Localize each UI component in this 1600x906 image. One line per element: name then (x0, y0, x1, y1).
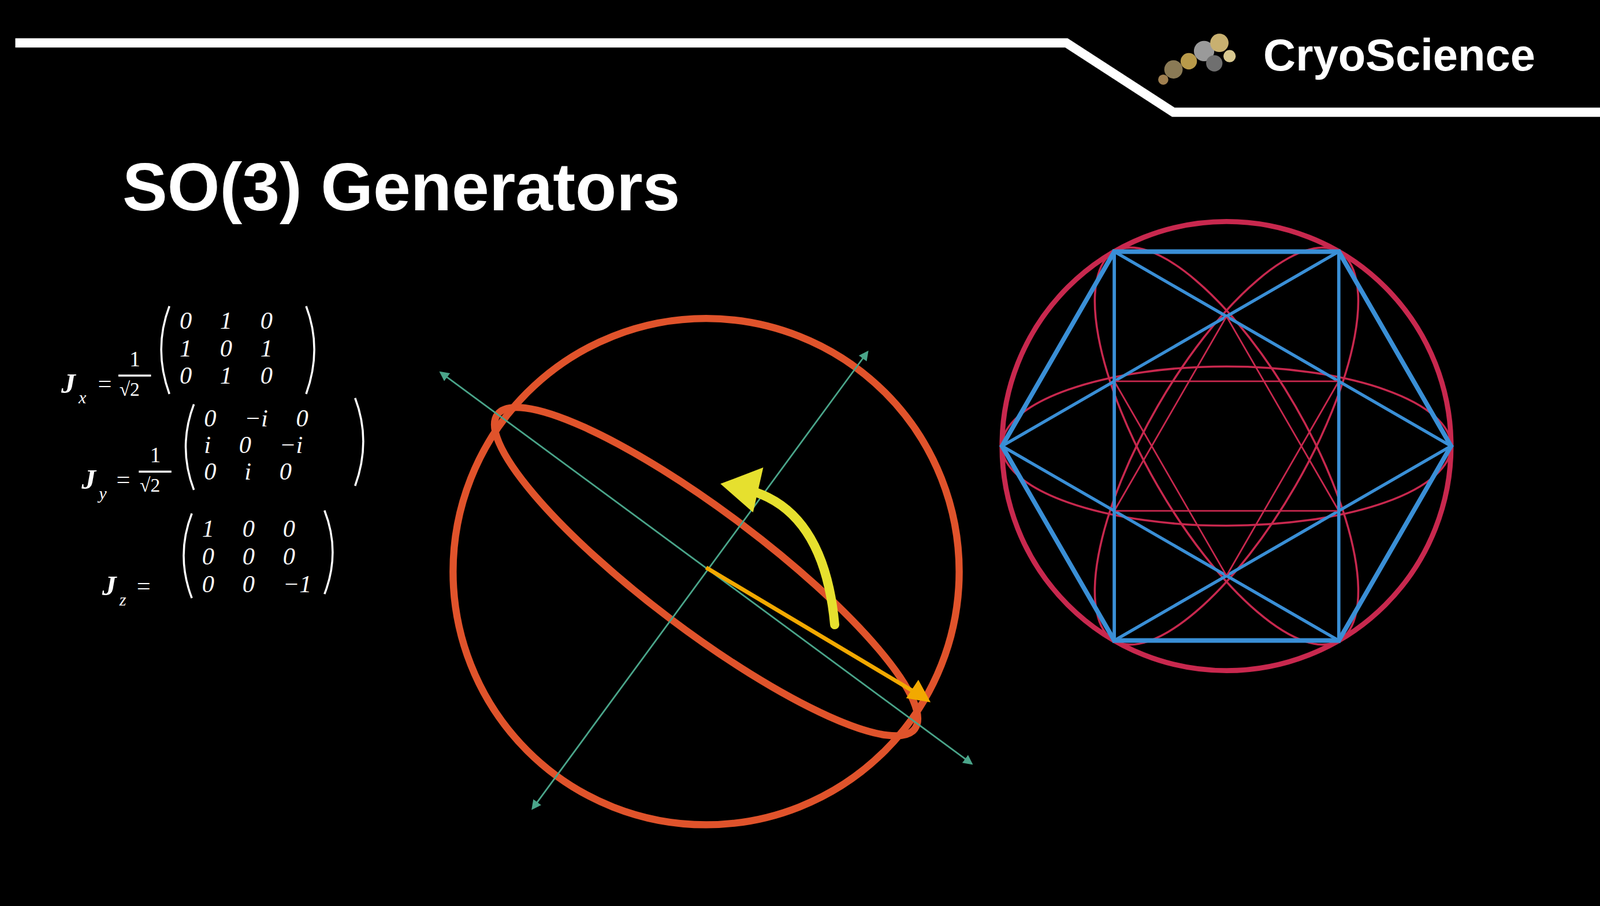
subscript: z (119, 590, 127, 609)
rotation-sphere (440, 318, 972, 825)
matrix-row: 0 1 0 (179, 308, 273, 333)
matrix-row: 0 0 0 (202, 544, 296, 569)
subscript: y (98, 484, 107, 502)
logo-text: CryoScience (1263, 32, 1536, 78)
equals-sign: = (136, 573, 151, 598)
fraction-part: √2 (139, 475, 160, 496)
matrix-row: 1 0 0 (202, 516, 296, 541)
equals-sign: = (116, 467, 130, 492)
logo-icon (1158, 33, 1236, 85)
fraction-part: 1 (129, 348, 141, 371)
operator-symbol: J (61, 369, 76, 398)
matrix-row: i 0 −i (203, 432, 303, 457)
matrix-row: 0 i 0 (203, 459, 292, 484)
fraction-part: √2 (119, 379, 140, 400)
matrix-row: 1 0 1 (179, 335, 273, 360)
matrix-row: 0 0 −1 (202, 571, 312, 596)
matrix-row: 0 1 0 (179, 363, 273, 388)
hexagram-figure (1002, 211, 1451, 681)
title: SO(3) Generators (122, 153, 680, 221)
matrix-row: 0 −i 0 (203, 406, 308, 431)
operator-symbol: J (102, 571, 117, 600)
operator-symbol: J (81, 465, 96, 494)
matrix-brackets (118, 306, 364, 598)
fraction-part: 1 (150, 444, 162, 467)
equals-sign: = (98, 371, 113, 396)
subscript: x (78, 388, 87, 407)
